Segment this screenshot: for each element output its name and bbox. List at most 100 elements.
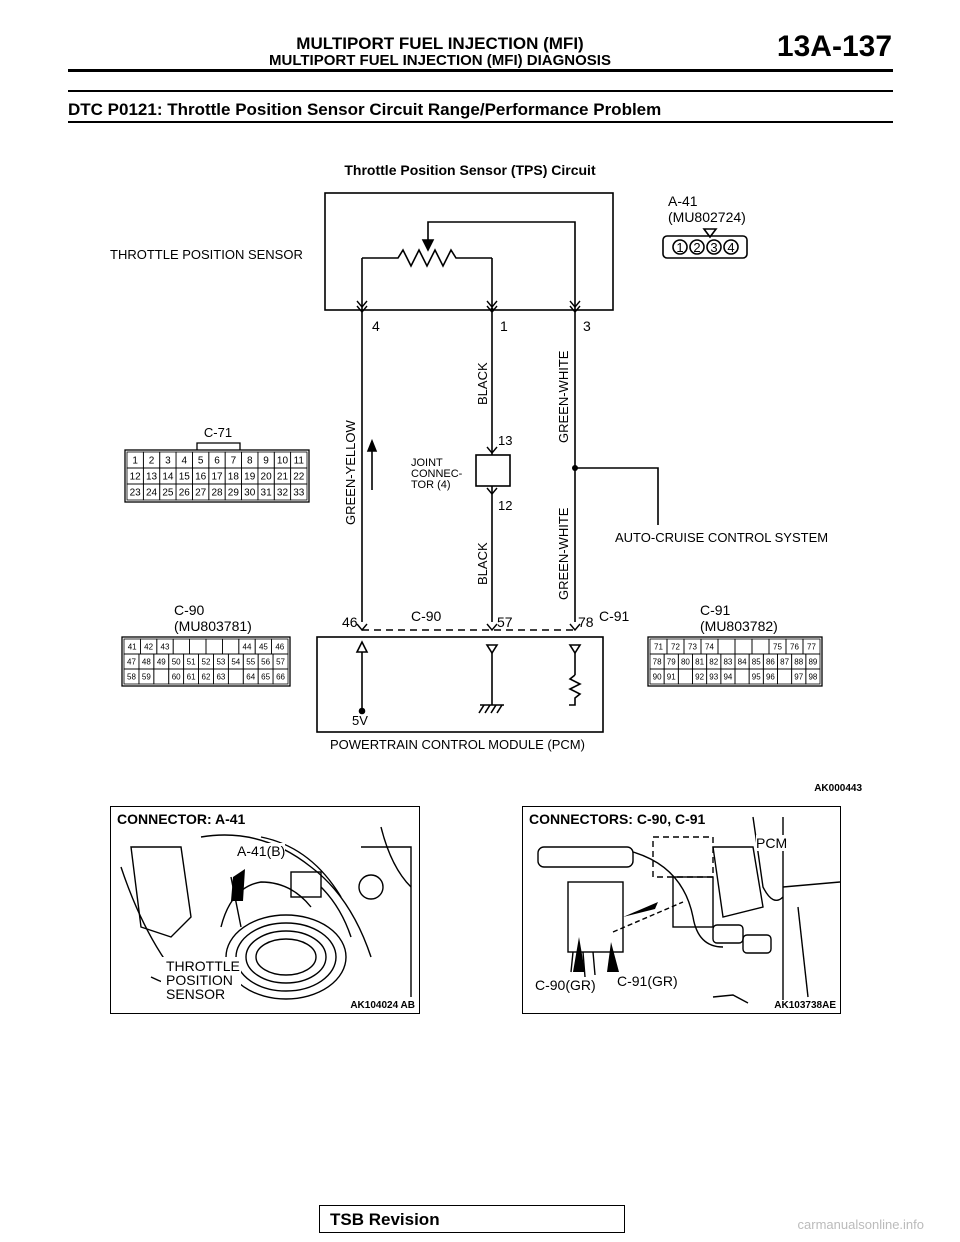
c90-cavity (153, 668, 170, 685)
c71-pin-label: 17 (211, 472, 223, 483)
c90-cavity (189, 638, 207, 655)
c71-pin-label: 8 (247, 456, 253, 467)
c90-pin-label: 41 (128, 642, 137, 651)
c91-pin-label: 71 (654, 642, 663, 651)
c90-pin-label: 66 (276, 672, 285, 681)
c90-pin-label: 62 (202, 672, 211, 681)
joint-label: CONNEC- (411, 468, 463, 480)
c71-pin-label: 25 (162, 488, 174, 499)
manual-section-title: MULTIPORT FUEL INJECTION (MFI) (296, 34, 584, 53)
c90-pin-label: 61 (187, 672, 196, 681)
c91-pin-label: 94 (723, 672, 732, 681)
c71-pin-label: 23 (130, 488, 142, 499)
c71-pin-label: 1 (132, 456, 138, 467)
c90-pin-label: 58 (127, 672, 136, 681)
c91-pin-label: 80 (681, 657, 690, 666)
figure-code: AK000443 (814, 783, 862, 794)
c71-pin-label: 26 (179, 488, 191, 499)
pcm-pin: 46 (342, 614, 358, 630)
tsb-revision-box: TSB Revision (319, 1205, 625, 1233)
c90-name: C-90 (174, 602, 205, 618)
c91-pin-label: 82 (709, 657, 718, 666)
c71-pin-label: 11 (294, 456, 305, 467)
photo1-label-line: POSITION (166, 972, 233, 988)
photo1-label-line: SENSOR (166, 986, 226, 1002)
diagram-title: Throttle Position Sensor (TPS) Circuit (344, 162, 596, 178)
c91-part: (MU803782) (700, 618, 778, 634)
dtc-title: DTC P0121: Throttle Position Sensor Circ… (68, 100, 662, 119)
c90-pin-label: 50 (172, 657, 181, 666)
header-rule (68, 69, 893, 72)
a41-pin: 2 (693, 240, 700, 255)
photo2-c91-label: C-91(GR) (617, 973, 678, 989)
photo2-pcm-label: PCM (756, 835, 788, 851)
c91-outline (647, 636, 823, 687)
c90-pin-label: 65 (261, 672, 270, 681)
c91-pin-label: 83 (723, 657, 732, 666)
c91-pin-label: 77 (807, 642, 816, 651)
c91-pin-label: 78 (653, 657, 662, 666)
a41-part: (MU802724) (668, 209, 746, 225)
tps-pin: 4 (372, 318, 380, 334)
c71-pin-label: 4 (181, 456, 187, 467)
tps-box (324, 192, 614, 311)
c91-pin-label: 72 (671, 642, 680, 651)
c90-pin-label: 59 (142, 672, 151, 681)
c71-pin-label: 3 (165, 456, 171, 467)
c71-pin-label: 14 (162, 472, 174, 483)
c90-cavity (221, 638, 240, 655)
c91-pin-label: 89 (808, 657, 817, 666)
c91-pin-label: 73 (688, 642, 697, 651)
c91-cavity (805, 668, 821, 685)
c71-pin-label: 15 (179, 472, 191, 483)
c91-pin-label: 91 (667, 672, 676, 681)
c91-cavity (677, 668, 693, 685)
pcm-label: POWERTRAIN CONTROL MODULE (PCM) (330, 737, 585, 752)
c91-cavity (734, 668, 750, 685)
c91-pin-label: 95 (752, 672, 761, 681)
voltage-label: 5V (352, 713, 368, 728)
c91-pin-label: 96 (766, 672, 775, 681)
c71-pin-label: 22 (293, 472, 305, 483)
photo1-label-line: THROTTLE (166, 958, 240, 974)
c91-pin-label: 81 (695, 657, 704, 666)
c71-pin-label: 27 (195, 488, 207, 499)
c90-pin-label: 49 (157, 657, 166, 666)
a41-pin: 3 (710, 240, 717, 255)
photo2-title: CONNECTORS: C-90, C-91 (529, 811, 706, 827)
c90-pin-label: 48 (142, 657, 151, 666)
c71-pin-label: 6 (214, 456, 220, 467)
c71-pin-label: 32 (277, 488, 289, 499)
c90-pin-label: 60 (172, 672, 181, 681)
c90-pin-label: 51 (187, 657, 196, 666)
c90-pin-label: 53 (216, 657, 225, 666)
c91-pin-label: 90 (653, 672, 662, 681)
c91-pin-label: 93 (709, 672, 718, 681)
wire-label-black-upper: BLACK (475, 362, 490, 405)
c91-pin-label: 87 (780, 657, 789, 666)
wire-label-black-lower: BLACK (475, 542, 490, 585)
c91-pin-label: 85 (752, 657, 761, 666)
c90-pin-label: 46 (275, 642, 284, 651)
c91-cavity (777, 668, 793, 685)
c91-pin-label: 92 (695, 672, 704, 681)
c71-pin-label: 7 (231, 456, 237, 467)
c71-cavity (290, 483, 308, 501)
pcm-pin: 57 (497, 614, 513, 630)
c71-pin-label: 20 (261, 472, 273, 483)
photo2-figure-code: AK103738AE (774, 1000, 836, 1011)
c71-pin-label: 12 (130, 472, 142, 483)
c90-cavity (227, 668, 244, 685)
c90-pin-label: 56 (261, 657, 270, 666)
c91-pin-label: 84 (738, 657, 747, 666)
photo1-callout: A-41(B) (237, 843, 286, 859)
c71-pin-label: 16 (195, 472, 207, 483)
c90-pin-label: 44 (243, 642, 252, 651)
joint-pin: 12 (498, 498, 512, 513)
c90-outline (121, 636, 291, 687)
photo-connector-a41: CONNECTOR: A-41 A-41(B) THROTTLE POSITIO… (110, 806, 420, 1014)
c90-part: (MU803781) (174, 618, 252, 634)
c71-pin-label: 2 (149, 456, 155, 467)
